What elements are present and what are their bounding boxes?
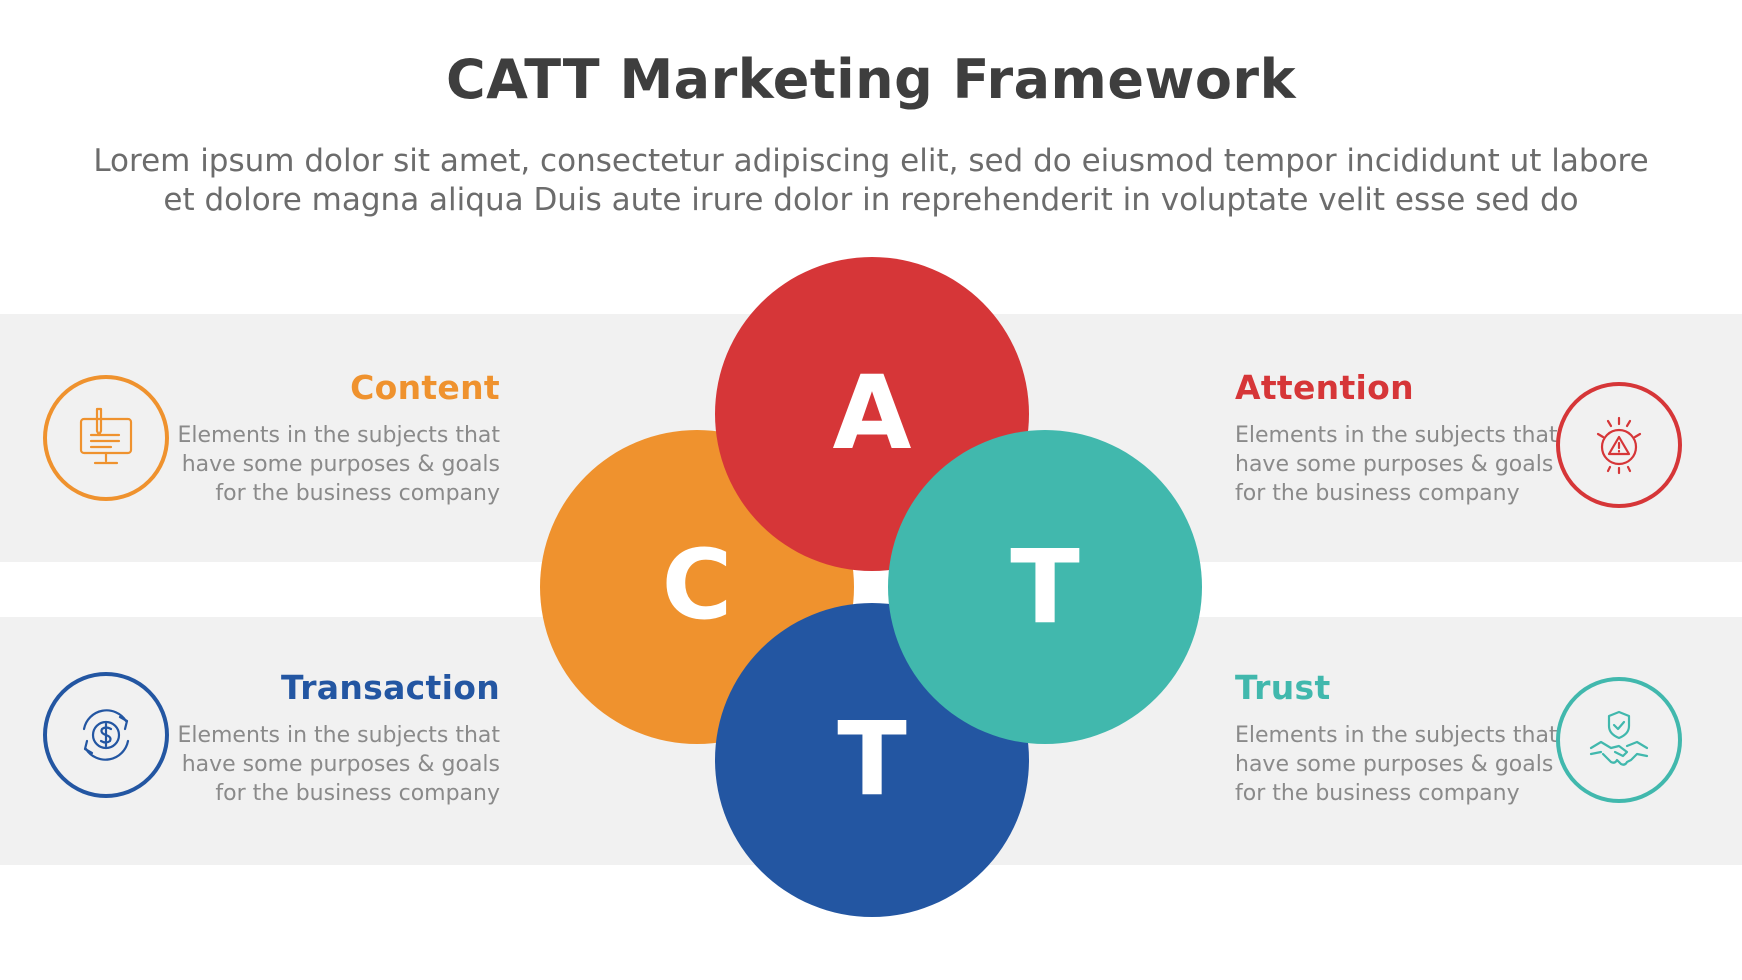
circle-content-letter: C bbox=[662, 529, 732, 641]
transaction-body-line-2: have some purposes & goals bbox=[181, 752, 500, 777]
computer-pen-icon bbox=[79, 407, 133, 465]
page-subtitle: Lorem ipsum dolor sit amet, consectetur … bbox=[71, 142, 1671, 220]
attention-body-line-3: for the business company bbox=[1235, 481, 1520, 506]
transaction-icon-ring bbox=[43, 672, 169, 798]
transaction-body-line-3: for the business company bbox=[215, 781, 500, 806]
attention-icon-ring bbox=[1556, 382, 1682, 508]
subtitle-line-1: Lorem ipsum dolor sit amet, consectetur … bbox=[93, 143, 1649, 179]
transaction-body: Elements in the subjects that have some … bbox=[120, 721, 500, 808]
attention-body-line-1: Elements in the subjects that bbox=[1235, 423, 1558, 448]
content-body-line-3: for the business company bbox=[215, 481, 500, 506]
content-body-line-2: have some purposes & goals bbox=[181, 452, 500, 477]
transaction-heading: Transaction bbox=[281, 668, 500, 707]
circle-trust: T bbox=[888, 430, 1202, 744]
subtitle-line-2: et dolore magna aliqua Duis aute irure d… bbox=[163, 182, 1579, 218]
content-heading: Content bbox=[350, 368, 500, 407]
warning-alert-icon bbox=[1596, 416, 1642, 475]
trust-heading: Trust bbox=[1235, 668, 1331, 707]
trust-body-line-1: Elements in the subjects that bbox=[1235, 723, 1558, 748]
content-icon-ring bbox=[43, 375, 169, 501]
circle-attention-letter: A bbox=[833, 354, 912, 473]
trust-body: Elements in the subjects that have some … bbox=[1235, 721, 1615, 808]
content-body-line-1: Elements in the subjects that bbox=[177, 423, 500, 448]
trust-body-line-3: for the business company bbox=[1235, 781, 1520, 806]
attention-body: Elements in the subjects that have some … bbox=[1235, 421, 1615, 508]
circle-trust-shape bbox=[888, 430, 1202, 744]
circle-transaction-letter: T bbox=[837, 700, 907, 819]
attention-body-line-2: have some purposes & goals bbox=[1235, 452, 1554, 477]
dollar-cycle-icon bbox=[82, 709, 130, 761]
page-title: CATT Marketing Framework bbox=[446, 48, 1296, 111]
handshake-shield-icon bbox=[1589, 710, 1649, 766]
trust-icon-ring bbox=[1556, 677, 1682, 803]
circle-trust-letter: T bbox=[1010, 528, 1080, 647]
attention-heading: Attention bbox=[1235, 368, 1414, 407]
trust-body-line-2: have some purposes & goals bbox=[1235, 752, 1554, 777]
transaction-body-line-1: Elements in the subjects that bbox=[177, 723, 500, 748]
content-body: Elements in the subjects that have some … bbox=[120, 421, 500, 508]
